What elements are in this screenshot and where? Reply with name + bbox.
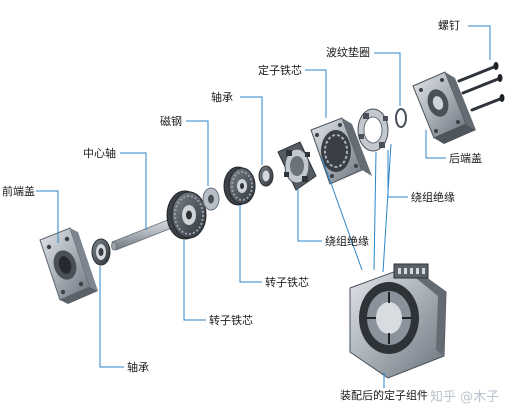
screw [461, 74, 503, 95]
screw [470, 94, 505, 112]
label-wave-washer: 波纹垫圈 [326, 46, 370, 59]
label-bearing-bottom: 轴承 [127, 361, 149, 374]
wave-washer [395, 108, 407, 128]
front-bearing [91, 238, 111, 266]
leader-line-funnel-right [382, 143, 392, 273]
winding-insulation-front [277, 141, 317, 191]
leader-line-rear-cover [425, 130, 446, 159]
label-bearing-top: 轴承 [211, 91, 233, 104]
leader-line-magnet [186, 120, 209, 186]
leader-line-wave-washer [374, 52, 401, 106]
watermark-text: 知乎 @木子 [430, 390, 500, 405]
screws [457, 62, 505, 112]
leader-line-bearing-top [240, 96, 263, 165]
leader-line-front-cover [36, 190, 59, 243]
label-rotor-core-lower: 转子铁芯 [209, 314, 253, 327]
leader-line-bearing-bottom [99, 266, 124, 368]
screw [457, 62, 499, 83]
label-assembled-stator: 装配后的定子组件 [340, 389, 428, 402]
stator-core [310, 117, 372, 185]
rotor-core-front [166, 190, 207, 240]
label-front-cover: 前端盖 [2, 185, 35, 198]
winding-insulation-rear [357, 108, 389, 152]
label-stator-core: 定子铁芯 [258, 64, 302, 77]
leader-line-center-shaft [120, 152, 147, 230]
label-magnet: 磁钢 [160, 115, 182, 128]
leader-line-screw [468, 25, 491, 60]
rear-end-cover [412, 71, 476, 144]
leader-line-winding-insulation-right [387, 150, 408, 198]
label-rear-cover: 后端盖 [449, 152, 482, 165]
magnet-disk [202, 187, 220, 211]
assembled-stator-assembly [349, 263, 447, 379]
label-winding-insulation-center: 绕组绝缘 [325, 235, 369, 248]
leader-line-winding-insulation-center [297, 188, 322, 242]
front-end-cover [39, 227, 98, 304]
label-winding-insulation-right: 绕组绝缘 [411, 191, 455, 204]
leader-line-funnel-center [373, 151, 377, 271]
rear-bearing [258, 165, 274, 187]
label-screw: 螺钉 [438, 19, 460, 32]
leader-lines [36, 25, 491, 388]
label-center-shaft: 中心轴 [83, 147, 116, 160]
leader-line-stator-core [305, 69, 327, 118]
label-rotor-core-upper: 转子铁芯 [265, 276, 309, 289]
rotor-core-rear [223, 166, 256, 206]
leader-line-funnel-left [321, 157, 363, 271]
leader-line-rotor-core-upper [239, 205, 262, 283]
leader-line-rotor-core-lower [183, 240, 206, 321]
